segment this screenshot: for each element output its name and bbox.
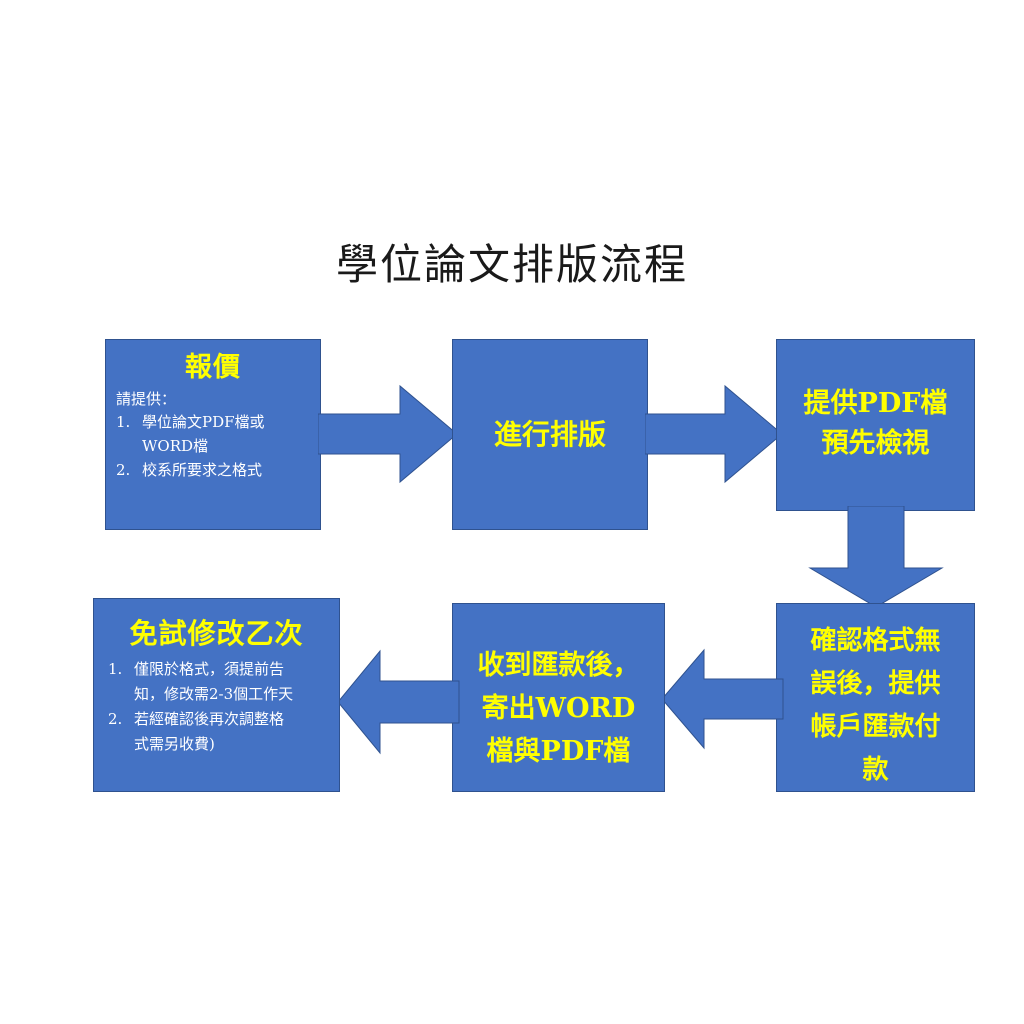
flow-node-preview-line-2: 預先檢視 bbox=[821, 428, 930, 459]
list-item-number: 1. bbox=[116, 413, 131, 431]
arrow-preview-to-confirm-icon bbox=[808, 506, 944, 608]
list-item: 2. 若經確認後再次調整格 bbox=[108, 707, 339, 732]
list-item: 2. 校系所要求之格式 bbox=[116, 458, 320, 482]
flow-node-send-files-line-3: 檔與PDF檔 bbox=[486, 736, 631, 767]
arrow-confirm-to-send-icon bbox=[660, 648, 784, 750]
flow-node-quote-heading: 報價 bbox=[185, 352, 241, 383]
list-item-text: 學位論文PDF檔或 bbox=[142, 413, 265, 431]
flow-node-typeset-label: 進行排版 bbox=[493, 418, 606, 451]
list-item-continuation: 式需另收費) bbox=[108, 732, 339, 757]
flow-node-confirm-pay-line-2: 誤後，提供 bbox=[810, 669, 941, 699]
page-title: 學位論文排版流程 bbox=[335, 240, 688, 289]
list-item-text: 僅限於格式，須提前告 bbox=[134, 660, 285, 678]
arrow-quote-to-typeset-icon bbox=[318, 384, 458, 484]
flow-node-quote-list: 1. 學位論文PDF檔或 WORD檔 2. 校系所要求之格式 bbox=[116, 410, 320, 482]
arrow-send-to-revise-icon bbox=[336, 648, 460, 756]
arrow-typeset-to-preview-icon bbox=[645, 384, 783, 484]
flow-node-confirm-pay-line-1: 確認格式無 bbox=[810, 626, 941, 656]
flow-node-confirm-pay[interactable]: 確認格式無 誤後，提供 帳戶匯款付 款 bbox=[776, 603, 975, 792]
flow-node-send-files-label: 收到匯款後， 寄出WORD 檔與PDF檔 bbox=[453, 644, 664, 773]
flow-node-confirm-pay-line-4: 款 bbox=[862, 755, 889, 785]
flow-node-quote-subtitle: 請提供： bbox=[116, 390, 177, 408]
list-item: 1. 僅限於格式，須提前告 bbox=[108, 657, 339, 682]
list-item-continuation: 知，修改需2-3個工作天 bbox=[108, 682, 339, 707]
list-item-number: 2. bbox=[116, 461, 131, 479]
flow-node-typeset[interactable]: 進行排版 bbox=[452, 339, 648, 530]
flow-node-free-revise[interactable]: 免試修改乙次 1. 僅限於格式，須提前告 知，修改需2-3個工作天 2. 若經確… bbox=[93, 598, 340, 792]
list-item-number: 1. bbox=[108, 660, 123, 678]
flow-node-preview-label: 提供PDF檔 預先檢視 bbox=[777, 384, 974, 464]
flow-node-preview-line-1: 提供PDF檔 bbox=[803, 388, 948, 419]
list-item-text: 知，修改需2-3個工作天 bbox=[134, 685, 294, 703]
list-item-text: 校系所要求之格式 bbox=[142, 461, 263, 479]
flow-node-confirm-pay-line-3: 帳戶匯款付 bbox=[810, 712, 941, 742]
flow-node-quote[interactable]: 報價 請提供： 1. 學位論文PDF檔或 WORD檔 2. 校系所要求之格式 bbox=[105, 339, 321, 530]
list-item: 1. 學位論文PDF檔或 bbox=[116, 410, 320, 434]
list-item-number: 2. bbox=[108, 710, 123, 728]
list-item-text: WORD檔 bbox=[142, 437, 209, 455]
flow-node-send-files-line-1: 收到匯款後， bbox=[477, 650, 640, 681]
flow-node-send-files-line-2: 寄出WORD bbox=[481, 693, 636, 724]
flow-node-free-revise-list: 1. 僅限於格式，須提前告 知，修改需2-3個工作天 2. 若經確認後再次調整格… bbox=[108, 657, 339, 757]
flow-node-send-files[interactable]: 收到匯款後， 寄出WORD 檔與PDF檔 bbox=[452, 603, 665, 792]
flow-node-free-revise-heading: 免試修改乙次 bbox=[129, 617, 304, 650]
list-item-text: 式需另收費) bbox=[134, 735, 215, 753]
flow-node-preview[interactable]: 提供PDF檔 預先檢視 bbox=[776, 339, 975, 511]
flow-node-confirm-pay-label: 確認格式無 誤後，提供 帳戶匯款付 款 bbox=[777, 620, 974, 791]
list-item-text: 若經確認後再次調整格 bbox=[134, 710, 285, 728]
list-item-continuation: WORD檔 bbox=[116, 434, 320, 458]
